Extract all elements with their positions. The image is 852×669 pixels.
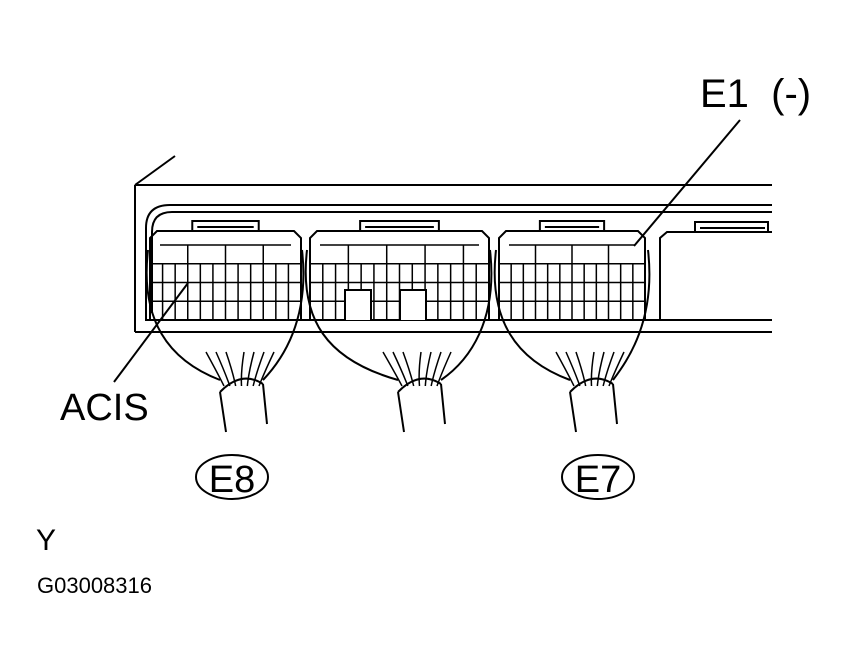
acis-leader-line xyxy=(113,282,189,383)
wire-harness-group xyxy=(145,249,651,433)
e7-callout: E7 xyxy=(561,454,635,501)
e1-leader-line xyxy=(633,119,741,247)
connector-partial-right xyxy=(659,221,772,320)
e1-terminal-label: E1 (-) xyxy=(700,72,811,116)
e7-label: E7 xyxy=(575,459,621,501)
ecu-housing xyxy=(134,155,772,333)
harness-e7 xyxy=(493,249,651,433)
harness-e8 xyxy=(145,249,305,433)
leader-lines xyxy=(113,119,741,383)
connector-group xyxy=(149,220,646,321)
y-label: Y xyxy=(36,524,56,557)
connector-right xyxy=(498,220,646,321)
figure-id-label: G03008316 xyxy=(37,573,152,598)
harness-middle xyxy=(304,249,493,433)
acis-terminal-label: ACIS xyxy=(60,387,149,429)
e8-label: E8 xyxy=(209,459,255,501)
e8-callout: E8 xyxy=(195,454,269,501)
connector-middle xyxy=(309,220,490,321)
connector-left xyxy=(149,220,302,321)
